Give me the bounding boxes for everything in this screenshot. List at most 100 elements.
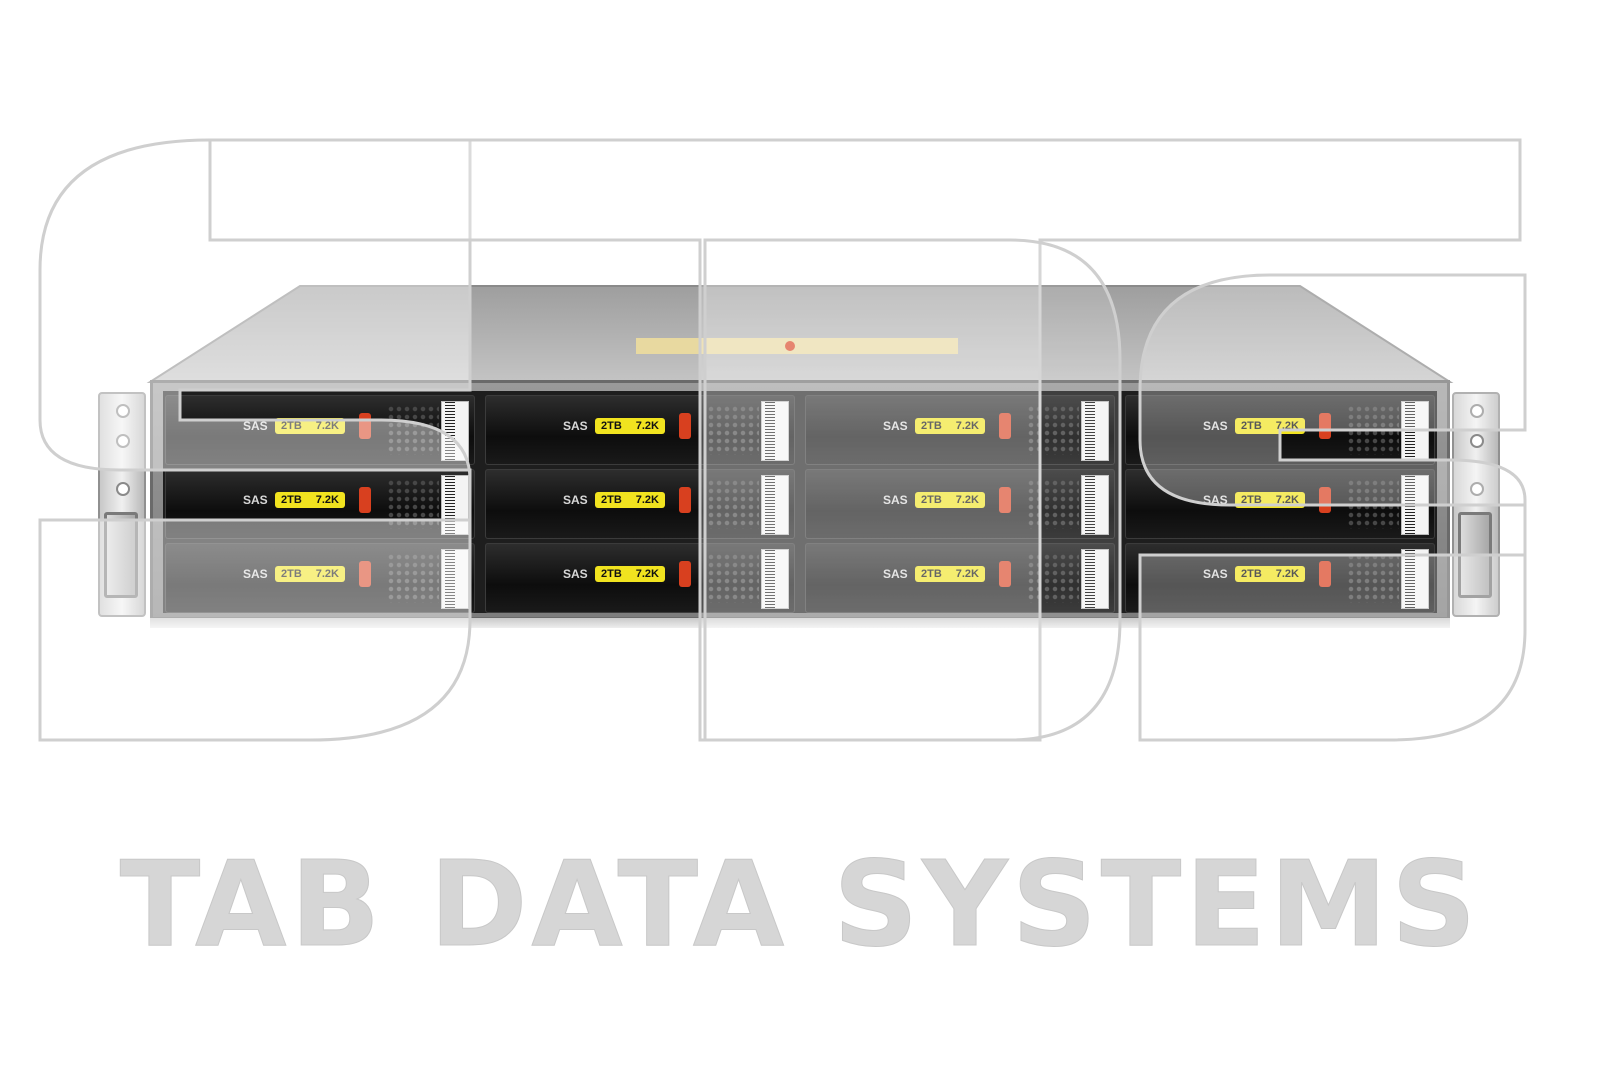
drive-speed: 7.2K <box>955 494 979 506</box>
warning-sticker <box>636 338 958 354</box>
drive-capacity: 2TB <box>281 494 302 506</box>
vent-grille <box>1347 479 1399 529</box>
drive-latch <box>1319 413 1331 439</box>
drive-speed: 7.2K <box>1275 494 1299 506</box>
mount-hole <box>116 404 130 418</box>
right-mounting-ear <box>1452 392 1500 617</box>
barcode-label <box>1081 401 1109 461</box>
drive-latch <box>999 413 1011 439</box>
vent-grille <box>1027 553 1079 603</box>
drive-interface: SAS <box>563 419 588 433</box>
drive-capacity: 2TB <box>601 420 622 432</box>
capacity-label: 2TB 7.2K <box>275 566 345 582</box>
drive-interface: SAS <box>1203 567 1228 581</box>
drive-speed: 7.2K <box>635 420 659 432</box>
barcode-label <box>761 549 789 609</box>
drive-capacity: 2TB <box>281 420 302 432</box>
rack-handle <box>1458 512 1492 598</box>
vent-grille <box>387 553 439 603</box>
barcode-label <box>761 475 789 535</box>
drive-latch <box>359 487 371 513</box>
drive-latch <box>1319 487 1331 513</box>
drive-speed: 7.2K <box>955 420 979 432</box>
barcode-label <box>441 549 469 609</box>
drive-latch <box>999 561 1011 587</box>
drive-speed: 7.2K <box>635 568 659 580</box>
enclosure-front-panel: SAS 2TB 7.2K SAS 2TB 7.2K SAS 2TB 7.2K <box>150 380 1450 620</box>
drive-slot-8: SAS 2TB 7.2K <box>1125 469 1435 539</box>
capacity-label: 2TB 7.2K <box>275 492 345 508</box>
barcode-label <box>1081 549 1109 609</box>
drive-interface: SAS <box>1203 493 1228 507</box>
drive-capacity: 2TB <box>1241 420 1262 432</box>
drive-latch <box>359 561 371 587</box>
brand-tagline: TAB DATA SYSTEMS <box>119 835 1481 974</box>
vent-grille <box>707 553 759 603</box>
vent-grille <box>707 405 759 455</box>
barcode-label <box>761 401 789 461</box>
vent-grille <box>1027 405 1079 455</box>
capacity-label: 2TB 7.2K <box>1235 566 1305 582</box>
vent-grille <box>707 479 759 529</box>
drive-interface: SAS <box>243 419 268 433</box>
vent-grille <box>1027 479 1079 529</box>
vent-grille <box>1347 553 1399 603</box>
drive-capacity: 2TB <box>1241 568 1262 580</box>
barcode-label <box>1401 401 1429 461</box>
drive-latch <box>679 413 691 439</box>
vent-grille <box>387 479 439 529</box>
drive-interface: SAS <box>883 419 908 433</box>
rack-handle <box>104 512 138 598</box>
drive-speed: 7.2K <box>1275 420 1299 432</box>
drive-slot-12: SAS 2TB 7.2K <box>1125 543 1435 613</box>
drive-latch <box>1319 561 1331 587</box>
drive-speed: 7.2K <box>1275 568 1299 580</box>
drive-capacity: 2TB <box>1241 494 1262 506</box>
drive-interface: SAS <box>563 493 588 507</box>
barcode-label <box>441 475 469 535</box>
drive-interface: SAS <box>1203 419 1228 433</box>
drive-speed: 7.2K <box>315 568 339 580</box>
left-mounting-ear <box>98 392 146 617</box>
vent-grille <box>1347 405 1399 455</box>
drive-latch <box>679 487 691 513</box>
drive-slot-4: SAS 2TB 7.2K <box>1125 395 1435 465</box>
drive-capacity: 2TB <box>921 494 942 506</box>
drive-speed: 7.2K <box>955 568 979 580</box>
drive-bay-grid: SAS 2TB 7.2K SAS 2TB 7.2K SAS 2TB 7.2K <box>163 391 1437 613</box>
capacity-label: 2TB 7.2K <box>1235 418 1305 434</box>
capacity-label: 2TB 7.2K <box>915 492 985 508</box>
drive-capacity: 2TB <box>601 568 622 580</box>
drive-latch <box>359 413 371 439</box>
drive-latch <box>679 561 691 587</box>
drive-slot-11: SAS 2TB 7.2K <box>805 543 1115 613</box>
drive-interface: SAS <box>563 567 588 581</box>
drive-capacity: 2TB <box>281 568 302 580</box>
drive-speed: 7.2K <box>635 494 659 506</box>
drive-interface: SAS <box>883 567 908 581</box>
barcode-label <box>1401 475 1429 535</box>
mount-hole <box>1470 482 1484 496</box>
capacity-label: 2TB 7.2K <box>595 566 665 582</box>
drive-interface: SAS <box>243 567 268 581</box>
mount-hole <box>1470 434 1484 448</box>
drive-capacity: 2TB <box>921 568 942 580</box>
drive-latch <box>999 487 1011 513</box>
capacity-label: 2TB 7.2K <box>915 566 985 582</box>
drive-interface: SAS <box>883 493 908 507</box>
drive-slot-2: SAS 2TB 7.2K <box>485 395 795 465</box>
mount-hole <box>116 434 130 448</box>
capacity-label: 2TB 7.2K <box>1235 492 1305 508</box>
mount-hole <box>1470 404 1484 418</box>
barcode-label <box>1401 549 1429 609</box>
drive-speed: 7.2K <box>315 494 339 506</box>
chassis-bottom-lip <box>150 618 1450 628</box>
